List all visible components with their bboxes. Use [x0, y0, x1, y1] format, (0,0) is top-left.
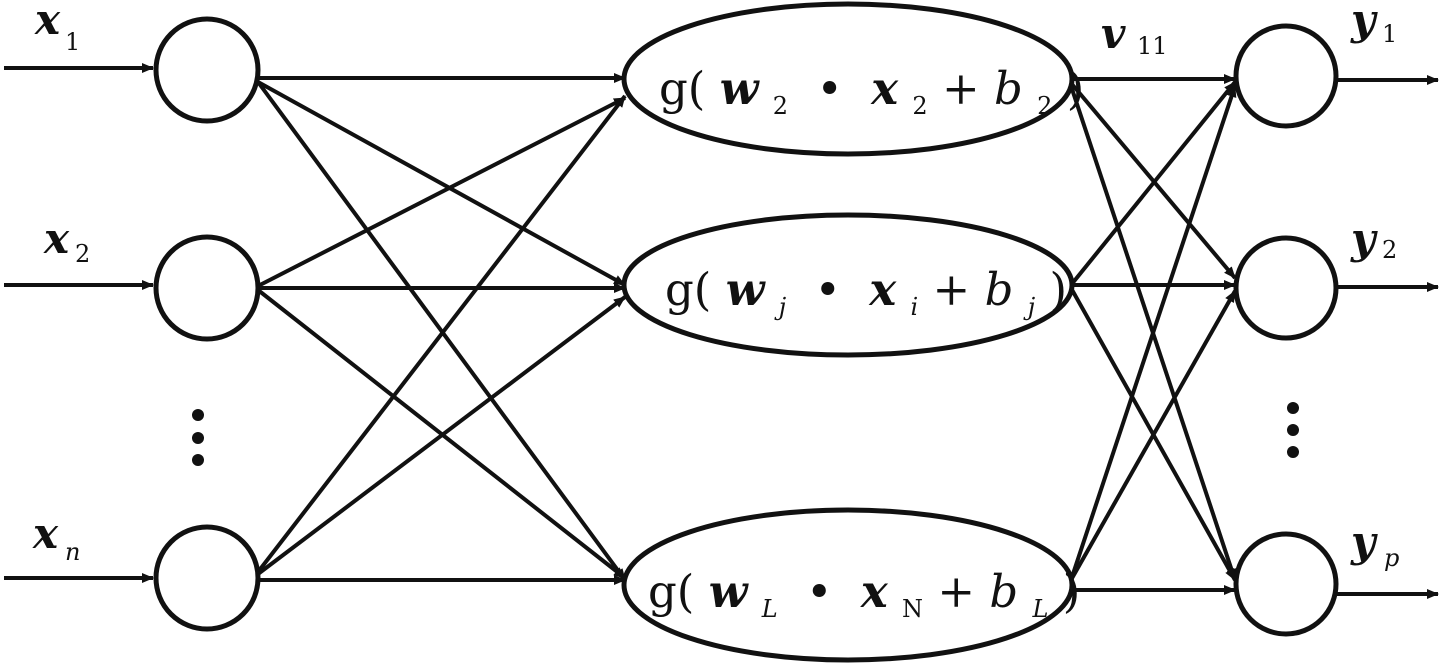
output-symbol-1: y	[1350, 0, 1378, 44]
output-label-1: y 1	[1350, 0, 1397, 48]
input-label-2: x 2	[43, 214, 90, 268]
output-subscript-p: p	[1384, 544, 1399, 572]
hidden-1-plus: +	[942, 62, 980, 115]
output-label-2: y 2	[1350, 214, 1397, 264]
edge-inputn-hiddenj	[256, 295, 627, 576]
hidden-1-input-subscript: 2	[912, 92, 927, 120]
hidden-j-weight-symbol: w	[726, 263, 767, 316]
input-ellipsis	[192, 409, 204, 466]
edge-hiddenj-output1	[1069, 80, 1237, 287]
hidden-1-weight-subscript: 2	[773, 92, 788, 120]
output-weight-symbol: v	[1101, 9, 1126, 58]
hidden-1-bias-subscript: 2	[1037, 92, 1052, 120]
hidden-l-bias-symbol: b	[989, 565, 1018, 618]
hidden-l-weight-subscript: L	[761, 595, 778, 623]
input-subscript-n: n	[65, 538, 80, 566]
output-weight-label: v 11	[1101, 9, 1168, 60]
hidden-j-input-subscript: i	[911, 293, 919, 321]
hidden-1-weight-symbol: w	[720, 62, 761, 115]
hidden-j-close: )	[1049, 263, 1067, 316]
output-weight-subscript: 11	[1137, 32, 1168, 60]
hidden-j-plus: +	[933, 263, 971, 316]
edge-inputn-hidden1	[256, 94, 627, 574]
hidden-l-input-subscript: N	[902, 595, 923, 623]
input-symbol-2: x	[43, 214, 70, 263]
input-symbol-1: x	[34, 0, 61, 44]
input-label-n: x n	[32, 509, 80, 566]
input-subscript-1: 1	[65, 28, 80, 56]
input-node-1	[153, 16, 261, 124]
hidden-j-bias-symbol: b	[985, 263, 1014, 316]
input-node-n	[153, 524, 261, 632]
hidden-1-input-symbol: x	[870, 62, 899, 115]
output-label-p: y p	[1350, 517, 1399, 572]
hidden-j-function: g(	[665, 263, 711, 316]
output-ellipsis	[1287, 402, 1299, 458]
hidden-unit-l	[621, 507, 1075, 663]
hidden-1-function: g(	[659, 62, 705, 115]
hidden-l-input-symbol: x	[860, 565, 889, 618]
input-label-1: x 1	[34, 0, 80, 56]
hidden-j-operator: •	[815, 263, 842, 316]
hidden-formula-l: g( w L • x N + b L )	[648, 565, 1080, 628]
edge-input1-hiddenj	[257, 80, 626, 287]
edge-input2-hidden1	[257, 96, 626, 288]
output-symbol-2: y	[1350, 214, 1378, 263]
hidden-j-input-symbol: x	[868, 263, 897, 316]
output-symbol-p: y	[1350, 517, 1378, 566]
hidden-l-function: g(	[648, 565, 694, 618]
edge-hiddenl-output1	[1069, 85, 1237, 581]
input-symbol-n: x	[32, 509, 59, 558]
output-node-2	[1233, 235, 1339, 341]
output-subscript-2: 2	[1382, 236, 1397, 264]
hidden-formula-j: g( w j • x i + b j )	[665, 263, 1067, 326]
hidden-1-operator: •	[816, 62, 843, 115]
hidden-1-bias-symbol: b	[994, 62, 1023, 115]
input-subscript-2: 2	[75, 240, 90, 268]
hidden-l-weight-symbol: w	[709, 565, 750, 618]
input-node-2	[153, 234, 261, 342]
hidden-l-bias-subscript: L	[1031, 595, 1048, 623]
hidden-formula-1: g( w 2 • x 2 + b 2 )	[659, 62, 1084, 125]
output-node-p	[1233, 531, 1339, 637]
edge-hiddenl-output2	[1069, 290, 1237, 581]
output-subscript-1: 1	[1382, 20, 1397, 48]
output-node-1	[1233, 23, 1339, 129]
hidden-l-plus: +	[937, 565, 975, 618]
hidden-l-operator: •	[806, 565, 833, 618]
